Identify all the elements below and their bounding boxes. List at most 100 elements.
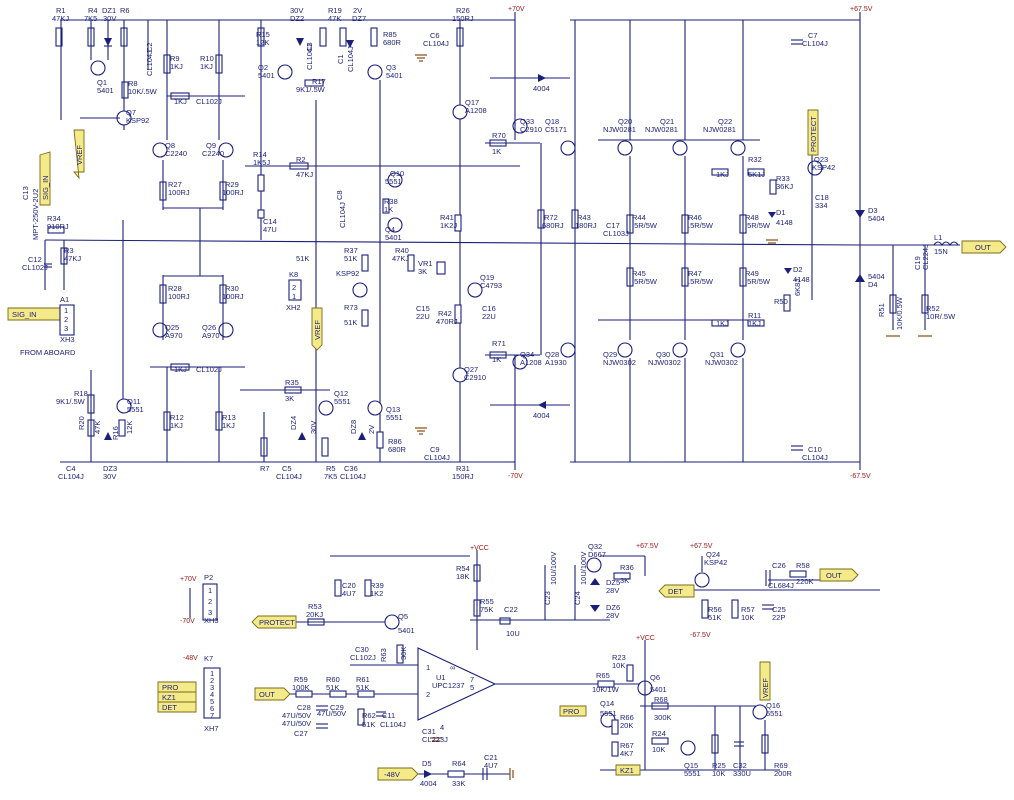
rail-n675: -67.5V xyxy=(850,473,871,480)
rail-p70-b: +70V xyxy=(180,576,197,583)
label-r1kjb: 1KJ xyxy=(716,170,729,179)
label-r40: R40 xyxy=(395,246,409,255)
label-q8v: C2240 xyxy=(165,149,187,158)
label-r33: R33 xyxy=(776,174,790,183)
label-dz1v: 30V xyxy=(103,14,116,23)
label-r45v: .5R/5W xyxy=(632,277,658,286)
label-c8v: CL104J xyxy=(338,202,347,228)
label-dz1: DZ1 xyxy=(102,6,116,15)
label-c21v: 4U7 xyxy=(484,761,498,770)
label-r85: R85 xyxy=(383,30,397,39)
flag-out-3: OUT xyxy=(259,690,275,699)
label-c7: C7 xyxy=(808,31,818,40)
label-c25v: 22P xyxy=(772,613,785,622)
label-dz4: DZ4 xyxy=(289,416,298,430)
label-c15: C15 xyxy=(416,304,430,313)
flags xyxy=(7,109,1007,781)
label-r66: R66 xyxy=(620,713,634,722)
label-q15: Q15 xyxy=(684,761,698,770)
label-r31: R31 xyxy=(456,464,470,473)
label-c4v: CL104J xyxy=(58,472,84,481)
label-q29v: NJW0302 xyxy=(603,358,636,367)
label-c13: C13 xyxy=(21,186,30,200)
label-r72v: 680RJ xyxy=(542,221,564,230)
label-q5v: 5401 xyxy=(398,626,415,635)
flag-kz1-2: KZ1 xyxy=(620,766,634,775)
label-r36: R36 xyxy=(620,563,634,572)
p2-pin-2: 2 xyxy=(208,597,212,606)
label-r27v: 100RJ xyxy=(168,188,190,197)
label-r53v: 20KJ xyxy=(306,610,323,619)
label-r65: R65 xyxy=(596,671,610,680)
label-r42: R42 xyxy=(438,309,452,318)
flag-kz1: KZ1 xyxy=(162,693,176,702)
label-dz8v: 2V xyxy=(367,425,376,434)
label-r1kj: 1KJ xyxy=(174,97,187,106)
label-r27: R27 xyxy=(168,180,182,189)
label-d5: D5 xyxy=(422,759,432,768)
label-q13: Q13 xyxy=(386,405,400,414)
label-r49: R49 xyxy=(745,269,759,278)
label-c5: C5 xyxy=(282,464,292,473)
label-r68: R68 xyxy=(654,695,668,704)
diff-pair xyxy=(122,142,245,410)
flag-sig-in-vert: SIG_IN xyxy=(41,175,50,200)
label-dz5v: 28V xyxy=(606,586,619,595)
label-p2: P2 xyxy=(204,573,213,582)
label-q31: Q31 xyxy=(710,350,724,359)
label-q21v: NJW0281 xyxy=(645,125,678,134)
label-q3: Q3 xyxy=(386,63,396,72)
label-r24v: 10K xyxy=(652,745,665,754)
label-r30: R30 xyxy=(225,284,239,293)
label-r44v: .5R/5W xyxy=(632,221,658,230)
label-r9v: 1KJ xyxy=(170,62,183,71)
label-c36v: CL104J xyxy=(340,472,366,481)
label-r35: R35 xyxy=(285,378,299,387)
ground-symbols xyxy=(415,54,932,435)
flag-out: OUT xyxy=(975,243,991,252)
rail-n48: -48V xyxy=(183,655,198,662)
label-r33v: 36KJ xyxy=(776,182,793,191)
k7-pin-1: 1 xyxy=(210,669,214,678)
label-r38: R38 xyxy=(384,197,398,206)
rail-vcc-1: +VCC xyxy=(470,545,489,552)
label-c6v: CL104J xyxy=(423,39,449,48)
label-q27v: C2910 xyxy=(464,373,486,382)
top-rail-wires xyxy=(44,12,960,470)
label-c14: C14 xyxy=(263,217,277,226)
label-q5: Q5 xyxy=(398,612,408,621)
flag-vref-3: VREF xyxy=(761,678,770,698)
label-r32v: 5K1J xyxy=(748,170,765,179)
label-c25: C25 xyxy=(772,605,786,614)
label-q28v: A1930 xyxy=(545,358,567,367)
label-r71: R71 xyxy=(492,339,506,348)
label-q2: Q2 xyxy=(258,63,268,72)
label-r4: R4 xyxy=(88,6,98,15)
label-r47v: .5R/5W xyxy=(688,277,714,286)
label-c5v: CL104J xyxy=(276,472,302,481)
rail-n70: -70V xyxy=(508,473,523,480)
label-r54v: 18K xyxy=(456,572,469,581)
label-r51v: 10K/0.5W xyxy=(895,296,904,330)
label-r15: R15 xyxy=(256,30,270,39)
protect-section xyxy=(189,550,646,780)
label-r44: R44 xyxy=(632,213,646,222)
connector-a1: 1 2 3 xyxy=(59,304,75,336)
label-r63: R63 xyxy=(379,648,388,662)
label-c6: C6 xyxy=(430,31,440,40)
label-c30v: CL102J xyxy=(350,653,376,662)
label-r8v: 10K/.5W xyxy=(128,87,158,96)
lower-bias xyxy=(87,367,384,462)
label-c24v: 10U/100V xyxy=(579,552,588,585)
label-q24v: KSP42 xyxy=(704,558,727,567)
label-r61v: 51K xyxy=(356,683,369,692)
label-xh7: XH7 xyxy=(204,724,219,733)
flag-vref-1: VREF xyxy=(75,145,84,165)
label-r18: R18 xyxy=(74,389,88,398)
label-c29v: 47U/50V xyxy=(317,709,346,718)
label-dz6v: 28V xyxy=(606,611,619,620)
label-q9v: C2240 xyxy=(202,149,224,158)
label-r58: R58 xyxy=(796,561,810,570)
label-u1: U1 xyxy=(436,673,446,682)
u1-pin-5: 5 xyxy=(470,683,474,692)
